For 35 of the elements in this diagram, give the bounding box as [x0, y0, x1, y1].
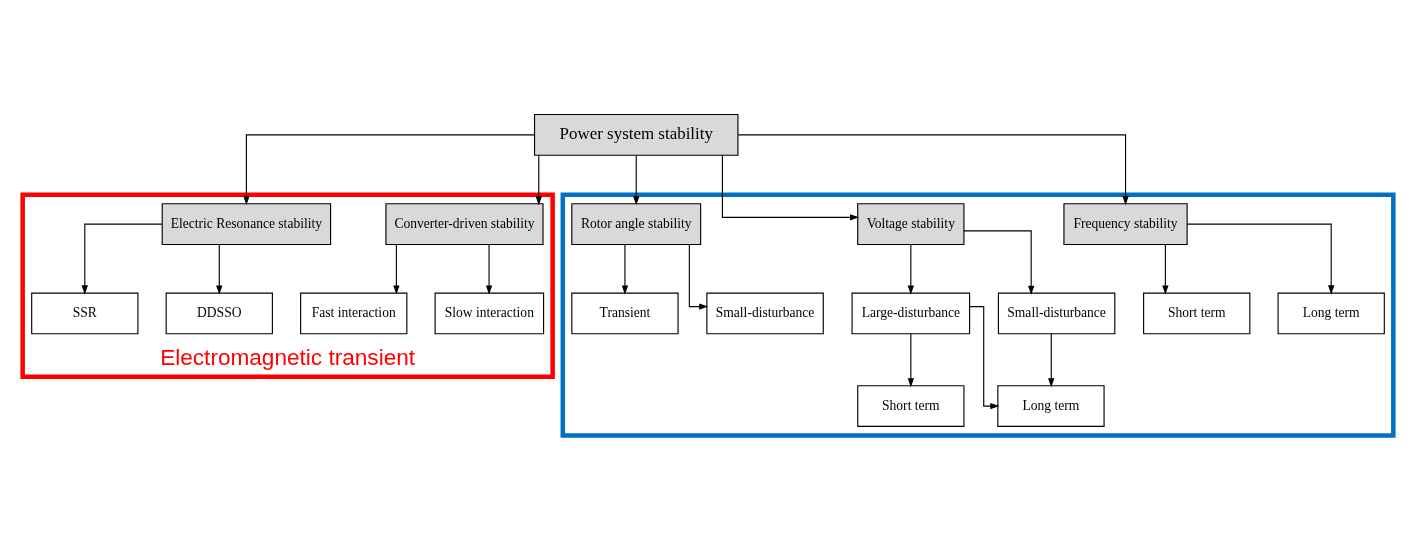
node-box: Short term: [1143, 292, 1251, 334]
node-box: Slow interaction: [434, 292, 545, 334]
node-box: DDSSO: [165, 292, 273, 334]
arrow: [216, 243, 223, 294]
node-box: Electric Resonance stability: [161, 202, 332, 245]
arrow: [907, 243, 914, 294]
arrow: [633, 154, 640, 205]
node-box: Frequency stability: [1063, 202, 1188, 245]
node-box: Power system stability: [533, 113, 739, 156]
node-box: Long term: [997, 384, 1105, 427]
arrow: [737, 133, 1129, 205]
node-box: Large-disturbance: [851, 292, 971, 334]
node-box: Small-disturbance: [997, 292, 1116, 334]
node-box: Voltage stability: [857, 202, 965, 245]
node-box: SSR: [31, 292, 139, 334]
arrow: [1048, 332, 1055, 387]
arrow: [621, 243, 629, 294]
arrow: [1162, 243, 1169, 294]
node-box: Rotor angle stability: [571, 202, 702, 245]
arrow: [485, 243, 493, 294]
node-box: Transient: [571, 292, 679, 334]
node-box: Short term: [857, 384, 965, 427]
arrow: [907, 332, 914, 387]
arrow: [721, 154, 860, 220]
node-box: Long term: [1277, 292, 1385, 334]
arrow: [81, 223, 163, 294]
arrow: [243, 133, 535, 205]
arrow: [963, 229, 1035, 295]
node-box: Fast interaction: [300, 292, 408, 334]
node-box: Converter-driven stability: [385, 202, 544, 245]
arrow: [393, 243, 400, 294]
node-box: Small-disturbance: [706, 292, 824, 334]
arrow: [535, 154, 542, 205]
arrow: [1186, 223, 1335, 294]
arrow: [688, 243, 709, 310]
